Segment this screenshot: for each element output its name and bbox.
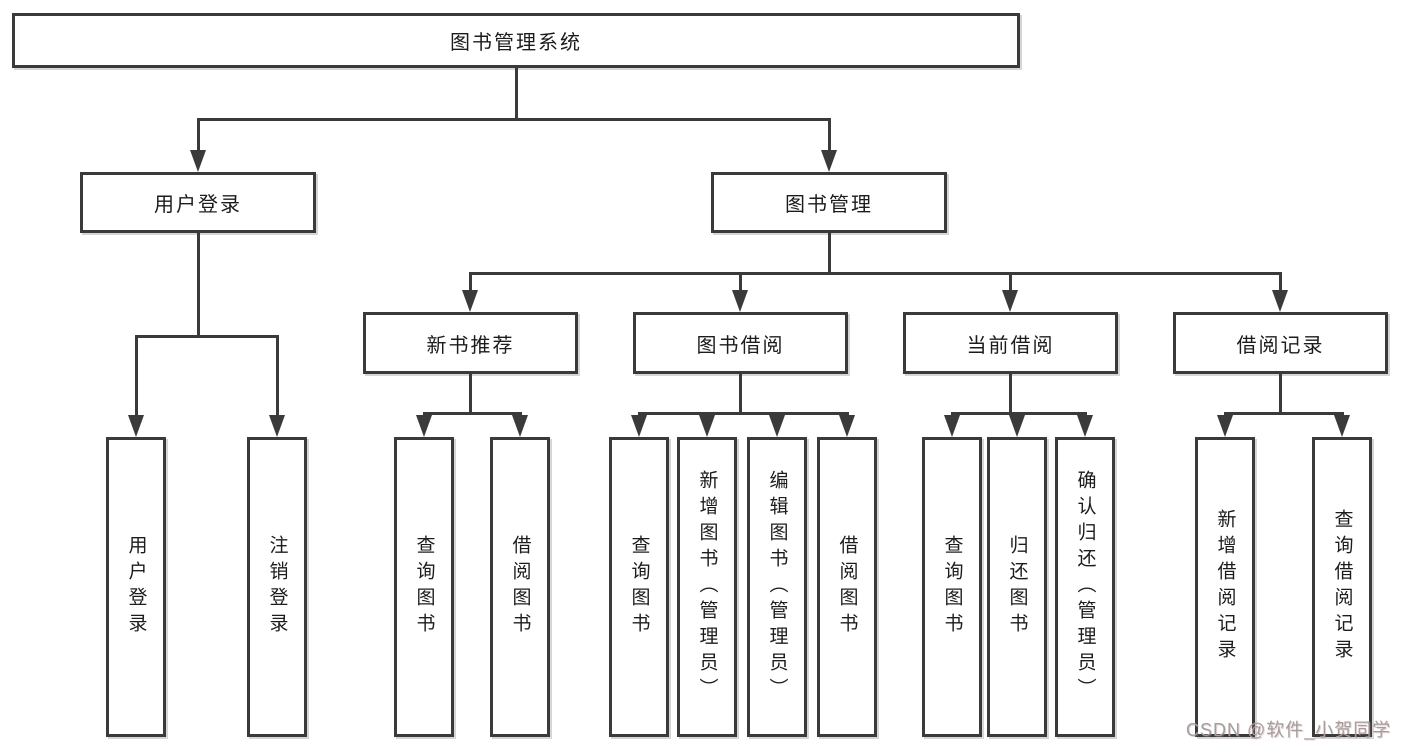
leaf-user-login-label: 用户登录 — [125, 535, 147, 639]
connector-line — [1009, 374, 1012, 412]
leaf-borrow-query-books-label: 查询图书 — [628, 535, 650, 639]
connector-line — [1279, 374, 1282, 412]
arrow-down-icon — [839, 415, 855, 437]
leaf-confirm-return-admin-label: 确认归还（管理员） — [1074, 470, 1096, 704]
leaf-recommend-query-books-label: 查询图书 — [413, 535, 435, 639]
node-book-borrow: 图书借阅 — [633, 312, 848, 374]
arrow-down-icon — [128, 415, 144, 437]
connector-line — [828, 118, 831, 154]
connector-line — [135, 335, 138, 417]
connector-line — [739, 374, 742, 412]
connector-line — [638, 412, 849, 415]
leaf-query-borrow-record-label: 查询借阅记录 — [1331, 509, 1353, 665]
leaf-borrow-books-label: 借阅图书 — [836, 535, 858, 639]
connector-line — [469, 272, 472, 294]
node-new-book-recommend: 新书推荐 — [363, 312, 578, 374]
arrow-down-icon — [1009, 415, 1025, 437]
connector-line — [135, 335, 279, 338]
arrow-down-icon — [821, 150, 837, 172]
leaf-logout-label: 注销登录 — [266, 535, 288, 639]
connector-line — [1009, 272, 1012, 294]
node-book-management: 图书管理 — [711, 172, 947, 233]
leaf-return-books: 归还图书 — [987, 437, 1047, 737]
node-borrow-records-label: 借阅记录 — [1236, 334, 1325, 357]
leaf-add-books-admin-label: 新增图书（管理员） — [696, 470, 718, 704]
arrow-down-icon — [732, 290, 748, 312]
leaf-borrow-books: 借阅图书 — [817, 437, 877, 737]
leaf-current-query-books-label: 查询图书 — [941, 535, 963, 639]
leaf-user-login: 用户登录 — [106, 437, 166, 737]
arrow-down-icon — [1002, 290, 1018, 312]
connector-line — [951, 412, 1087, 415]
node-new-book-recommend-label: 新书推荐 — [426, 334, 515, 357]
arrow-down-icon — [416, 415, 432, 437]
connector-line — [515, 68, 518, 118]
leaf-add-borrow-record-label: 新增借阅记录 — [1214, 509, 1236, 665]
node-current-borrow: 当前借阅 — [903, 312, 1118, 374]
node-book-borrow-label: 图书借阅 — [696, 334, 785, 357]
connector-line — [1224, 412, 1344, 415]
leaf-borrow-query-books: 查询图书 — [609, 437, 669, 737]
connector-line — [197, 233, 200, 335]
arrow-down-icon — [631, 415, 647, 437]
node-user-login: 用户登录 — [80, 172, 316, 233]
connector-line — [469, 374, 472, 412]
arrow-down-icon — [462, 290, 478, 312]
node-current-borrow-label: 当前借阅 — [966, 334, 1055, 357]
leaf-query-borrow-record: 查询借阅记录 — [1312, 437, 1372, 737]
connector-line — [423, 412, 522, 415]
connector-line — [828, 233, 831, 272]
leaf-edit-books-admin: 编辑图书（管理员） — [747, 437, 807, 737]
arrow-down-icon — [512, 415, 528, 437]
leaf-add-borrow-record: 新增借阅记录 — [1195, 437, 1255, 737]
leaf-recommend-borrow-books-label: 借阅图书 — [509, 535, 531, 639]
connector-line — [1279, 272, 1282, 294]
arrow-down-icon — [190, 150, 206, 172]
arrow-down-icon — [1077, 415, 1093, 437]
leaf-logout: 注销登录 — [247, 437, 307, 737]
connector-line — [739, 272, 742, 294]
node-borrow-records: 借阅记录 — [1173, 312, 1388, 374]
connector-line — [197, 118, 200, 154]
arrow-down-icon — [1334, 415, 1350, 437]
arrow-down-icon — [769, 415, 785, 437]
arrow-down-icon — [269, 415, 285, 437]
leaf-recommend-borrow-books: 借阅图书 — [490, 437, 550, 737]
leaf-recommend-query-books: 查询图书 — [394, 437, 454, 737]
leaf-current-query-books: 查询图书 — [922, 437, 982, 737]
connector-line — [276, 335, 279, 417]
leaf-confirm-return-admin: 确认归还（管理员） — [1055, 437, 1115, 737]
connector-line — [469, 272, 1282, 275]
leaf-return-books-label: 归还图书 — [1006, 535, 1028, 639]
node-book-management-label: 图书管理 — [785, 194, 873, 216]
connector-line — [197, 118, 831, 121]
arrow-down-icon — [1272, 290, 1288, 312]
csdn-watermark: CSDN @软件_小贺同学 — [1186, 720, 1392, 740]
arrow-down-icon — [1217, 415, 1233, 437]
leaf-edit-books-admin-label: 编辑图书（管理员） — [766, 470, 788, 704]
node-root-system: 图书管理系统 — [12, 13, 1020, 68]
leaf-add-books-admin: 新增图书（管理员） — [677, 437, 737, 737]
node-root-label: 图书管理系统 — [450, 32, 582, 54]
arrow-down-icon — [699, 415, 715, 437]
arrow-down-icon — [944, 415, 960, 437]
node-user-login-label: 用户登录 — [154, 194, 242, 216]
